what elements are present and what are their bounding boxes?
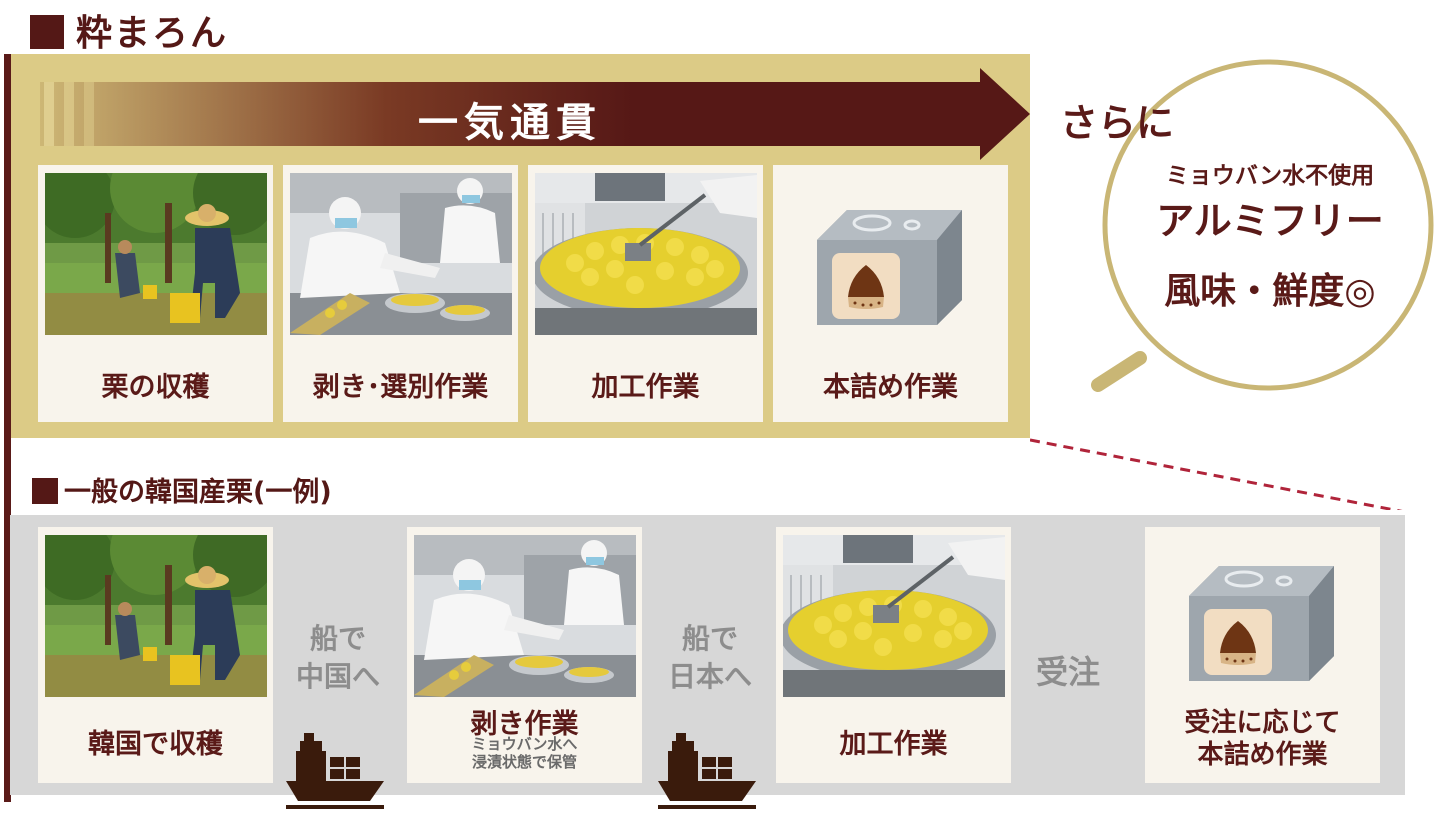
cooking-pot-icon [783, 535, 1005, 697]
transition-ship-to-china: 船で 中国へ [283, 620, 393, 696]
bottom-step-processing: 加工作業 [776, 527, 1011, 783]
alum-water-note-line: ミョウバン水へ [471, 735, 578, 753]
arrow-label: 一気通貫 [418, 100, 602, 146]
transition-line: 船で [309, 622, 366, 655]
cargo-ship-icon [286, 733, 384, 809]
bottom-step-label: 韓国で収穫 [88, 729, 223, 760]
top-step-processing: 加工作業 [528, 165, 763, 422]
integrated-arrow [40, 68, 1030, 160]
top-step-label: 加工作業 [591, 372, 700, 403]
top-step-label: 本詰め作業 [823, 372, 958, 403]
transition-line: 日本へ [667, 660, 752, 693]
bottom-step-harvest-korea: 韓国で収穫 [38, 527, 273, 783]
brand-heading-text: 粋まろん [76, 13, 229, 54]
transition-ship-to-japan: 船で 日本へ [655, 620, 765, 696]
transition-order-received: 受注 [1036, 653, 1101, 691]
bubble-line-alum-free-water: ミョウバン水不使用 [1165, 163, 1375, 189]
bottom-step-label: 加工作業 [839, 729, 948, 760]
bottom-step-label-line: 本詰め作業 [1197, 740, 1328, 770]
harvest-photo-icon [45, 535, 267, 697]
transition-line: 中国へ [295, 660, 380, 693]
top-step-label: 栗の収穫 [101, 372, 210, 403]
chestnut-tin-can-icon [1159, 541, 1381, 703]
cargo-ship-icon [658, 733, 756, 809]
left-accent-bar [4, 54, 11, 802]
bottom-step-peeling: 剥き作業 ミョウバン水へ 浸漬状態で保管 [407, 527, 642, 783]
general-heading: 一般の韓国産栗(一例) [32, 470, 332, 509]
peeling-photo-icon [290, 173, 512, 335]
general-heading-text: 一般の韓国産栗(一例) [64, 477, 332, 508]
speech-bubble [1030, 59, 1434, 510]
bubble-line-flavor-freshness: 風味・鮮度◎ [1164, 271, 1376, 312]
top-step-harvest: 栗の収穫 [38, 165, 273, 422]
alum-water-note: ミョウバン水へ 浸漬状態で保管 [407, 735, 642, 771]
transition-line: 船で [681, 622, 738, 655]
top-step-peeling: 剥き･選別作業 [283, 165, 518, 422]
chestnut-tin-can-icon [787, 185, 1009, 347]
bottom-step-label: 剥き作業 [470, 709, 579, 740]
bottom-step-packing-on-order: 受注に応じて 本詰め作業 [1145, 527, 1380, 783]
harvest-photo-icon [45, 173, 267, 335]
alum-water-note-line: 浸漬状態で保管 [471, 753, 577, 771]
brand-heading: 粋まろん [30, 4, 228, 56]
heading-square-icon [32, 478, 58, 504]
top-step-packing: 本詰め作業 [773, 165, 1008, 422]
bottom-step-label-line: 受注に応じて [1184, 708, 1341, 738]
cooking-pot-icon [535, 173, 757, 335]
bottom-step-label: 受注に応じて 本詰め作業 [1145, 707, 1380, 771]
peeling-photo-icon [414, 535, 636, 697]
bubble-lead: さらに [1060, 101, 1175, 145]
heading-square-icon [30, 15, 64, 49]
top-step-label: 剥き･選別作業 [312, 372, 489, 403]
bubble-line-aluminum-free: アルミフリー [1156, 199, 1384, 243]
